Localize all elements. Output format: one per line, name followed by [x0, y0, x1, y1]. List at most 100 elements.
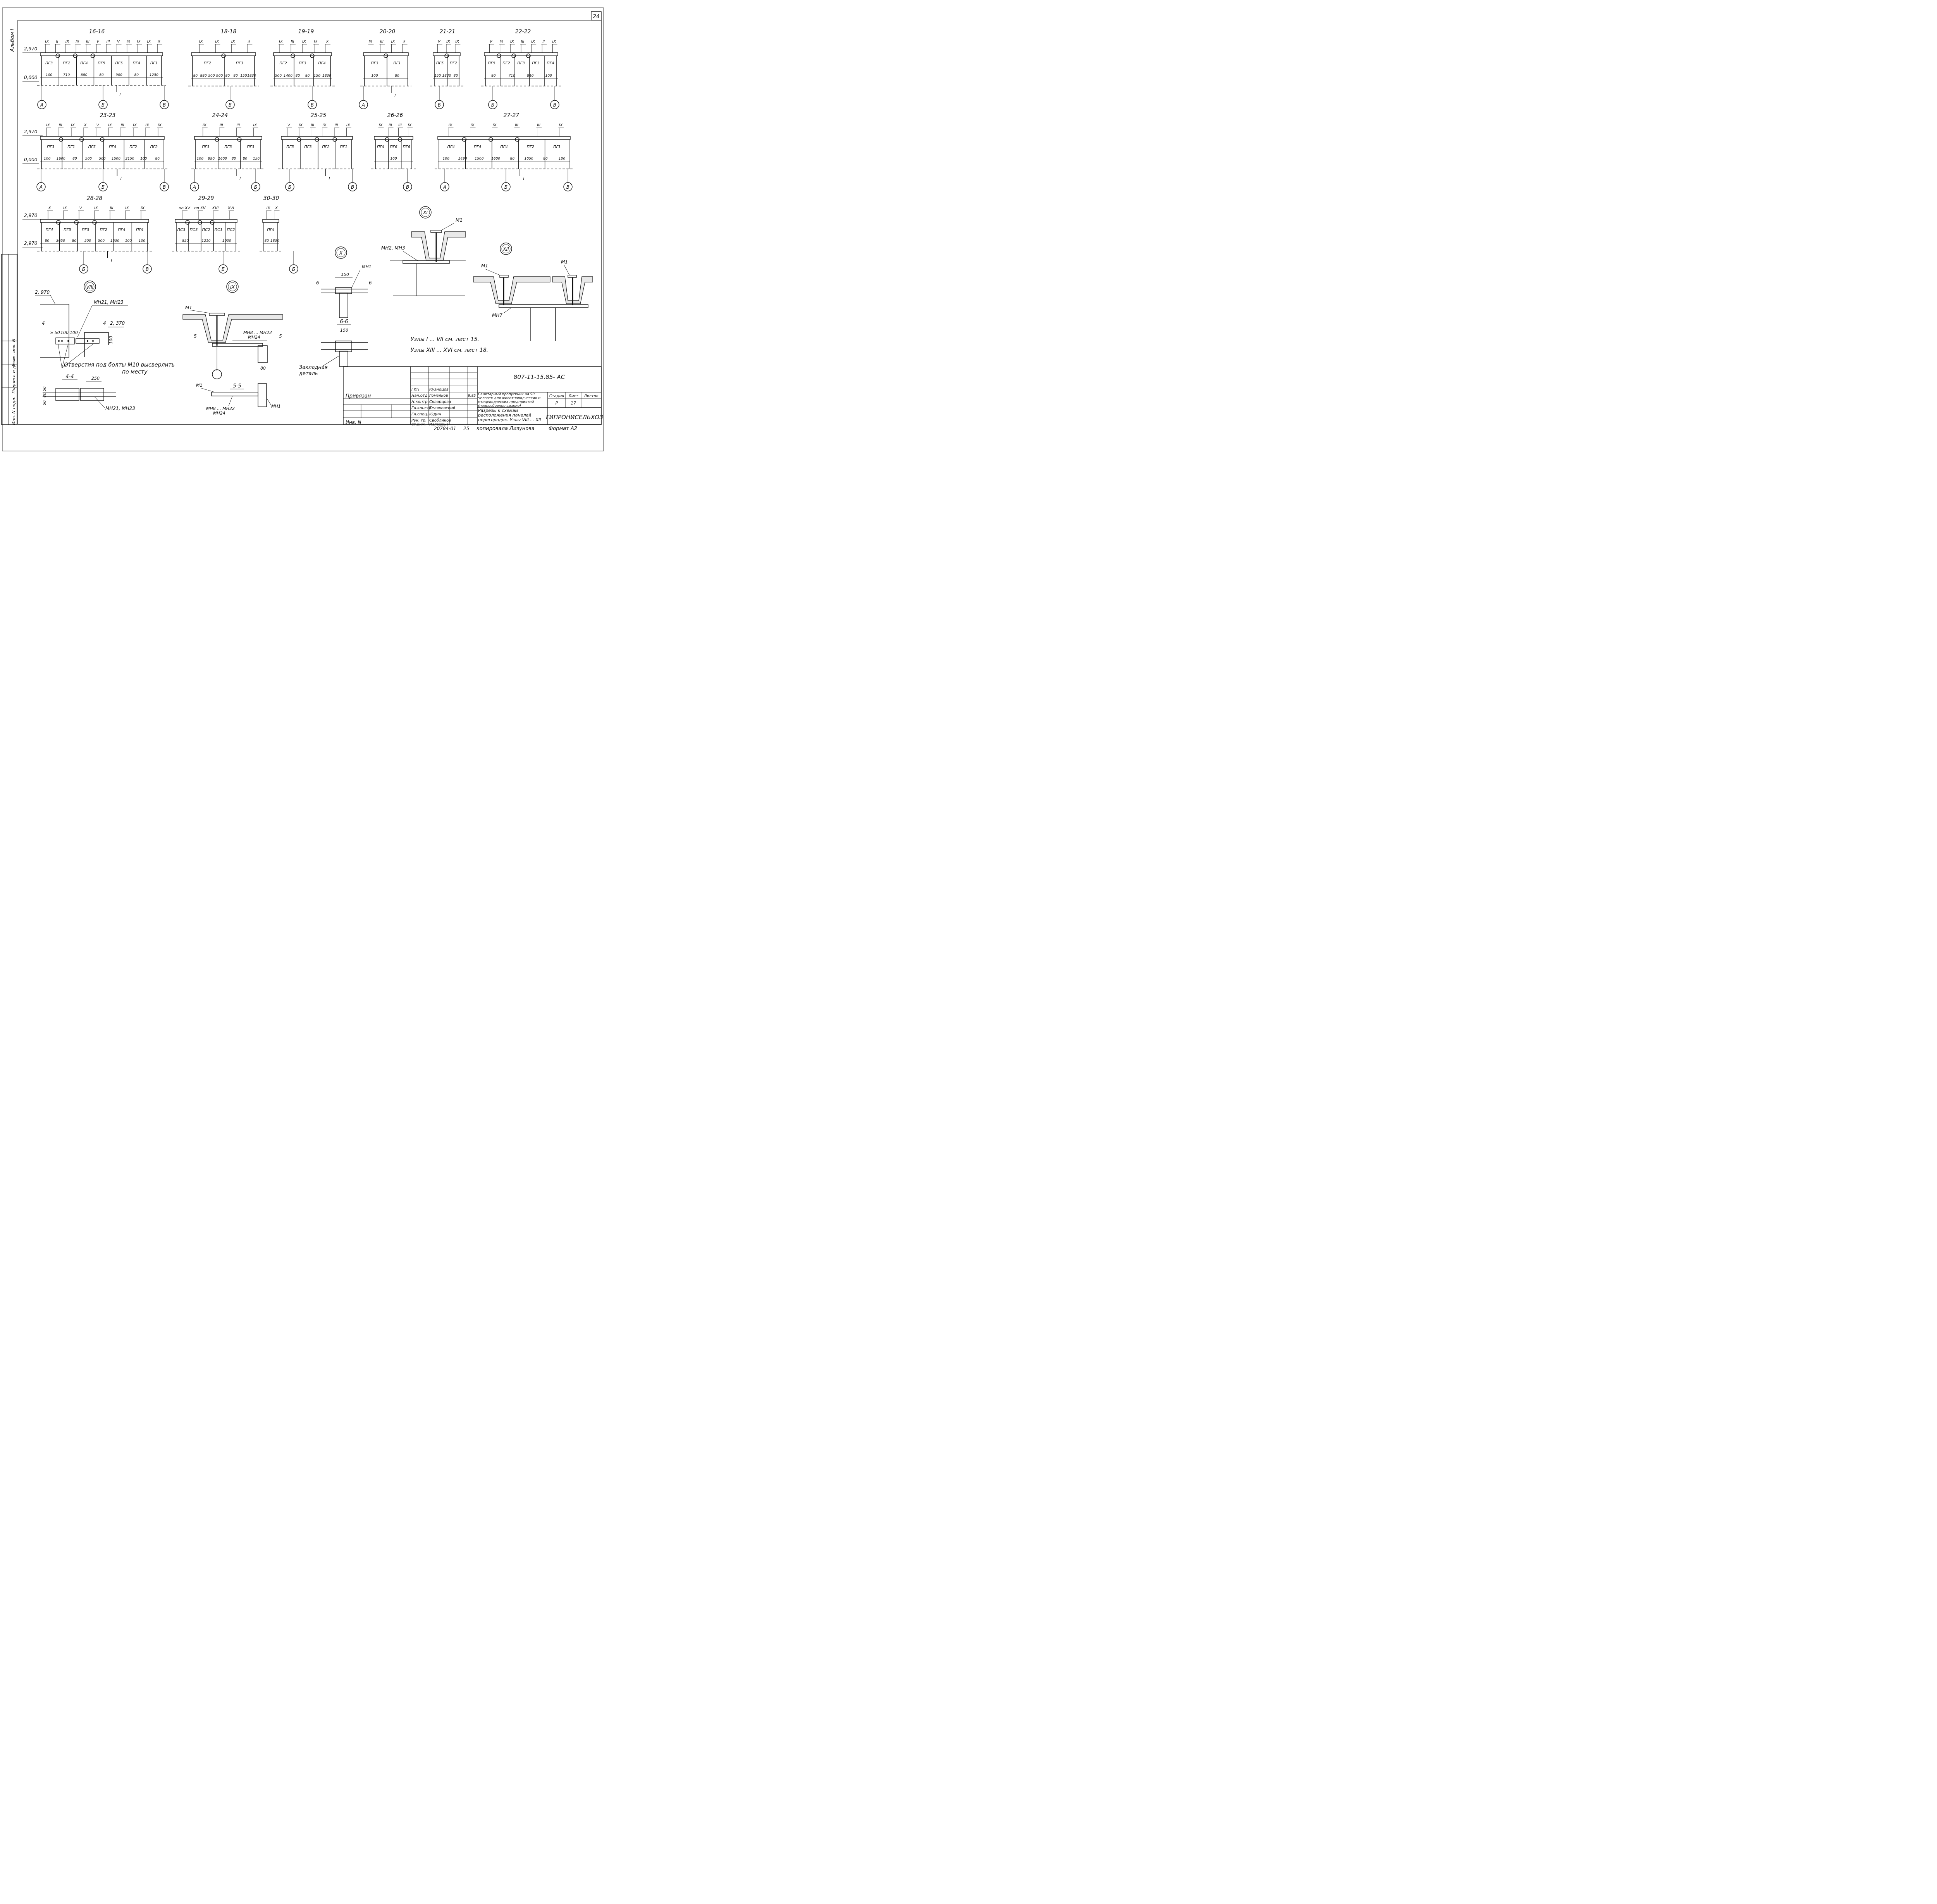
dimension: 1400	[284, 74, 292, 78]
axis-label: А	[443, 184, 446, 190]
node-ref: IX	[510, 40, 514, 44]
node-ref: IX	[203, 123, 207, 127]
node-ref: V	[79, 206, 83, 210]
panel-label: ПГ3	[532, 61, 539, 65]
svg-text:МН21, МН23: МН21, МН23	[105, 406, 135, 411]
panel-label: ПГ3	[82, 228, 89, 232]
note-line-1: Узлы I ... VII см. лист 15.	[411, 336, 479, 343]
cut-label: I	[394, 93, 396, 98]
joint-circle	[291, 53, 295, 58]
page-number: 24	[593, 14, 600, 20]
node-ref: X	[275, 206, 278, 210]
axis-label: Б	[101, 184, 105, 190]
dimension: 1600	[491, 157, 500, 161]
axis-label: Б	[254, 184, 257, 190]
node-ref: IX	[471, 123, 475, 127]
panel-label: ПГ1	[340, 145, 347, 149]
svg-text:МН21, МН23: МН21, МН23	[94, 300, 124, 305]
svg-text:0,000: 0,000	[24, 157, 38, 162]
node-ref: V	[287, 123, 291, 127]
node-ref: IX	[346, 123, 351, 127]
axis-label: В	[351, 184, 354, 190]
panel-label: ПС1	[215, 228, 223, 232]
panel-label: ПГ3	[517, 61, 525, 65]
axis-label: В	[553, 102, 556, 108]
panel-label: ПС2	[202, 228, 210, 232]
slab	[40, 52, 163, 56]
dimension: 150	[434, 74, 441, 78]
svg-text:Юдин: Юдин	[429, 412, 441, 417]
section-title-23: 23-23	[100, 112, 116, 119]
svg-text:25: 25	[463, 426, 469, 431]
panel-label: ПГ2	[129, 145, 137, 149]
panel-label: ПГ1	[67, 145, 75, 149]
axis-label: А	[361, 102, 365, 108]
joint-circle	[100, 137, 105, 142]
panel-label: ПГ2	[322, 145, 329, 149]
joint-circle	[55, 53, 60, 58]
slab	[191, 52, 256, 56]
axis-label: В	[163, 184, 166, 190]
dimension: 80	[193, 74, 198, 78]
node-ref: IX	[314, 40, 318, 44]
axis-bubble	[160, 100, 169, 109]
section-title-25: 25-25	[311, 112, 327, 119]
svg-text:Скворцова: Скворцова	[429, 400, 451, 404]
svg-text:17: 17	[571, 401, 576, 406]
strip-vzam: Взам. инв. N	[11, 339, 16, 366]
sheet-title: Разрезы к схемам расположения панелей пе…	[478, 408, 541, 422]
axis-bubble	[308, 100, 317, 109]
panel-label: ПГ4	[80, 61, 88, 65]
section-title-27: 27-27	[504, 112, 520, 119]
node-ref: III	[110, 206, 114, 210]
node-ref: V	[490, 40, 493, 44]
joint-circle	[58, 137, 64, 142]
svg-text:МН24: МН24	[248, 335, 260, 340]
dimension: 1250	[150, 73, 158, 77]
svg-text:Ст.инж.: Ст.инж.	[411, 423, 426, 427]
panel-label: ПГ4	[136, 228, 143, 232]
dimension: 500	[84, 239, 91, 243]
org-name: ГИПРОНИСЕЛЬХОЗ	[546, 414, 603, 421]
node-ref: IX	[65, 40, 70, 44]
node-ref: X	[248, 40, 251, 44]
panel-label: ПГ5	[115, 61, 122, 65]
axis-label: Б	[504, 184, 507, 190]
panel-label: ПГ5	[98, 61, 105, 65]
joint-circle	[221, 53, 226, 58]
panel-label: ПГ4	[133, 61, 140, 65]
axis-bubble	[36, 182, 46, 191]
dimension: 100	[371, 74, 378, 78]
dimension: 80	[543, 157, 548, 161]
node-ref: IX	[267, 206, 271, 210]
node-ref: IX	[446, 40, 451, 44]
panel-label: ПГ3	[236, 61, 243, 65]
axis-bubble	[79, 264, 88, 274]
node-ref: II	[542, 40, 545, 44]
dimension: 80	[45, 239, 50, 243]
dimension: 100	[44, 157, 50, 161]
node-ref: IX	[215, 40, 219, 44]
album-label: Альбом I	[10, 29, 15, 52]
page-number-box	[591, 11, 602, 21]
detail-ix: IX М1 МН8 ... МН22 МН24 5 5 80	[182, 281, 283, 379]
node-ref: III	[86, 40, 89, 44]
axis-label: В	[566, 184, 569, 190]
slab	[194, 136, 262, 140]
joint-circle	[215, 137, 219, 142]
axis-bubble	[190, 182, 199, 191]
joint-circle	[315, 137, 319, 142]
svg-text:Листов: Листов	[583, 394, 598, 398]
axis-label: Б	[101, 102, 105, 108]
svg-text:2, 970: 2, 970	[35, 289, 50, 295]
node-ref: IX	[552, 40, 557, 44]
node-ref: IX	[253, 123, 257, 127]
dimension: 1210	[202, 239, 211, 243]
outer-frame	[2, 7, 604, 451]
axis-label: А	[193, 184, 196, 190]
dimension: 80	[243, 157, 248, 161]
node-ref: IX	[127, 40, 131, 44]
svg-text:80: 80	[260, 366, 266, 371]
